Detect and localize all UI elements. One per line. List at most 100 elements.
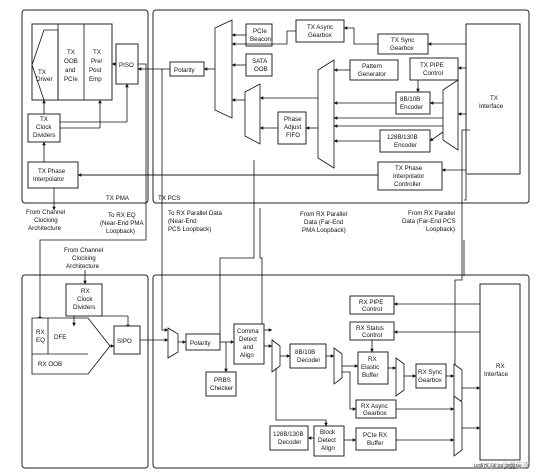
tx-phase-interpolator-block — [27, 161, 79, 189]
svg-text:PCIe RX: PCIe RX — [363, 432, 387, 439]
rx-pipe-control-label: RX PIPE Control — [359, 299, 383, 313]
svg-text:TX: TX — [38, 69, 46, 76]
from-channel-clocking-rx-note: From Channel Clocking Architecture — [64, 247, 103, 270]
svg-text:Decoder: Decoder — [297, 357, 320, 364]
svg-text:Encoder: Encoder — [400, 104, 423, 111]
svg-text:Interface: Interface — [479, 103, 504, 110]
pcie-beacon-label: PCIe Beacon — [250, 28, 272, 43]
rx-eq-label: RX EQ — [36, 329, 45, 344]
svg-text:Pattern: Pattern — [362, 63, 383, 70]
svg-text:Encoder: Encoder — [394, 142, 417, 149]
tx-polarity-label: Polarity — [174, 67, 196, 74]
pcie-rx-buffer-label: PCIe RX Buffer — [363, 432, 387, 447]
rx-mux-input — [167, 327, 179, 359]
tx-pre-post-emp-block: TX Pre/ Post Emp — [89, 49, 103, 83]
svg-text:Clock: Clock — [36, 124, 52, 131]
block-detect-align-label: Block Detect Align — [318, 429, 336, 452]
svg-text:Checker: Checker — [210, 385, 233, 392]
svg-text:Control: Control — [362, 332, 382, 339]
svg-text:RX Status: RX Status — [356, 325, 384, 332]
svg-text:Align: Align — [321, 445, 335, 452]
decoder-128b130b-label: 128B/130B Decoder — [273, 431, 304, 446]
tx-interface-block — [465, 23, 521, 175]
decoder-8b10b-block — [289, 343, 327, 369]
tx-sync-gearbox-label: TX Sync Gearbox — [390, 37, 415, 52]
rx-interface-block — [479, 283, 521, 461]
svg-text:RX Sync: RX Sync — [418, 369, 442, 376]
svg-text:Align: Align — [240, 352, 254, 359]
svg-text:Buffer: Buffer — [362, 372, 378, 379]
svg-text:Emp: Emp — [89, 76, 102, 83]
svg-text:Gearbox: Gearbox — [418, 377, 443, 384]
tx-pipe-control-label: TX PIPE Control — [420, 62, 444, 77]
rx-clock-dividers-label: RX Clock Dividers — [73, 288, 95, 311]
svg-text:Data (Far-End: Data (Far-End — [304, 219, 344, 226]
svg-text:EQ: EQ — [36, 337, 45, 344]
pattern-generator-label: Pattern Generator — [358, 63, 386, 78]
svg-text:OOB: OOB — [64, 58, 78, 65]
svg-text:PRBS: PRBS — [214, 377, 231, 384]
svg-text:Adjust: Adjust — [284, 124, 301, 131]
svg-text:Generator: Generator — [358, 71, 386, 78]
rx-receiver-group — [31, 317, 111, 375]
to-rx-parallel-note: To RX Parallel Data (Near-End PCS Loopba… — [168, 210, 223, 233]
svg-text:Dividers: Dividers — [33, 132, 55, 139]
rx-mux-decoder — [333, 347, 343, 385]
from-rx-parallel-pma-note: From RX Parallel Data (Far-End PMA Loopb… — [300, 211, 347, 234]
tx-pi-controller-label: TX Phase Interpolator Controller — [393, 165, 424, 188]
tx-pcs-label: TX PCS — [158, 195, 180, 202]
svg-text:Buffer: Buffer — [367, 440, 383, 447]
phase-adjust-fifo-label: Phase Adjust FIFO — [284, 116, 302, 139]
rx-elastic-buffer-label: RX Elastic Buffer — [361, 356, 379, 379]
svg-text:Clocking: Clocking — [34, 217, 58, 224]
decoder-8b10b-label: 8B/10B Decoder — [295, 349, 320, 364]
svg-text:Comma: Comma — [237, 328, 259, 335]
svg-text:PCIe: PCIe — [64, 76, 78, 83]
svg-text:Controller: Controller — [394, 181, 421, 188]
svg-text:RX PIPE: RX PIPE — [359, 299, 383, 306]
tx-mux-encoder — [442, 79, 459, 151]
svg-text:PCS Loopback): PCS Loopback) — [168, 226, 211, 233]
svg-text:From Channel: From Channel — [64, 247, 103, 254]
svg-text:8B/10B: 8B/10B — [400, 96, 420, 103]
rx-polarity-label: Polarity — [190, 340, 212, 347]
svg-text:PMA Loopback): PMA Loopback) — [302, 227, 346, 234]
svg-text:TX: TX — [93, 49, 101, 56]
svg-text:Loopback): Loopback) — [426, 226, 455, 233]
svg-text:Control: Control — [362, 306, 382, 313]
tx-oob-pcie-block: TX OOB and PCIe — [64, 49, 78, 83]
svg-text:Gearbox: Gearbox — [363, 410, 388, 417]
tx-clock-dividers-label: TX Clock Dividers — [33, 116, 55, 139]
block-detect-align-block — [313, 425, 345, 457]
svg-text:Control: Control — [423, 70, 443, 77]
svg-text:(Near-End PMA: (Near-End PMA — [100, 220, 145, 227]
svg-text:Interface: Interface — [484, 371, 509, 378]
rx-interface-label: RX Interface — [484, 363, 509, 378]
watermark: CSDN @星辰逐 — [480, 462, 530, 470]
svg-text:Clocking: Clocking — [72, 255, 96, 262]
tx-async-gearbox-label: TX Async Gearbox — [307, 24, 333, 39]
sipo-label: SIPO — [117, 338, 132, 345]
svg-text:RX: RX — [368, 356, 377, 363]
svg-text:Architecture: Architecture — [66, 263, 100, 270]
svg-text:Detect: Detect — [239, 336, 257, 343]
svg-text:Block: Block — [320, 429, 336, 436]
svg-text:SATA: SATA — [252, 58, 268, 65]
svg-text:Phase: Phase — [284, 116, 302, 123]
svg-text:Loopback): Loopback) — [106, 228, 135, 235]
tx-mux-output — [214, 19, 233, 119]
svg-text:OOB: OOB — [254, 66, 268, 73]
to-rx-eq-note: To RX EQ (Near-End PMA Loopback) — [100, 212, 145, 235]
rx-pcs-region — [152, 274, 530, 469]
svg-text:RX: RX — [81, 288, 90, 295]
tx-mux-pattern — [317, 59, 335, 169]
prbs-checker-label: PRBS Checker — [210, 377, 233, 392]
encoder-128b130b-label: 128B/130B Encoder — [387, 134, 418, 149]
svg-text:PCIe: PCIe — [253, 28, 267, 35]
rx-oob-label: RX OOB — [38, 361, 62, 368]
decoder-128b130b-block — [269, 425, 309, 451]
svg-text:TX: TX — [67, 49, 75, 56]
tx-phase-interpolator-label: TX Phase Interpolator — [33, 168, 66, 183]
